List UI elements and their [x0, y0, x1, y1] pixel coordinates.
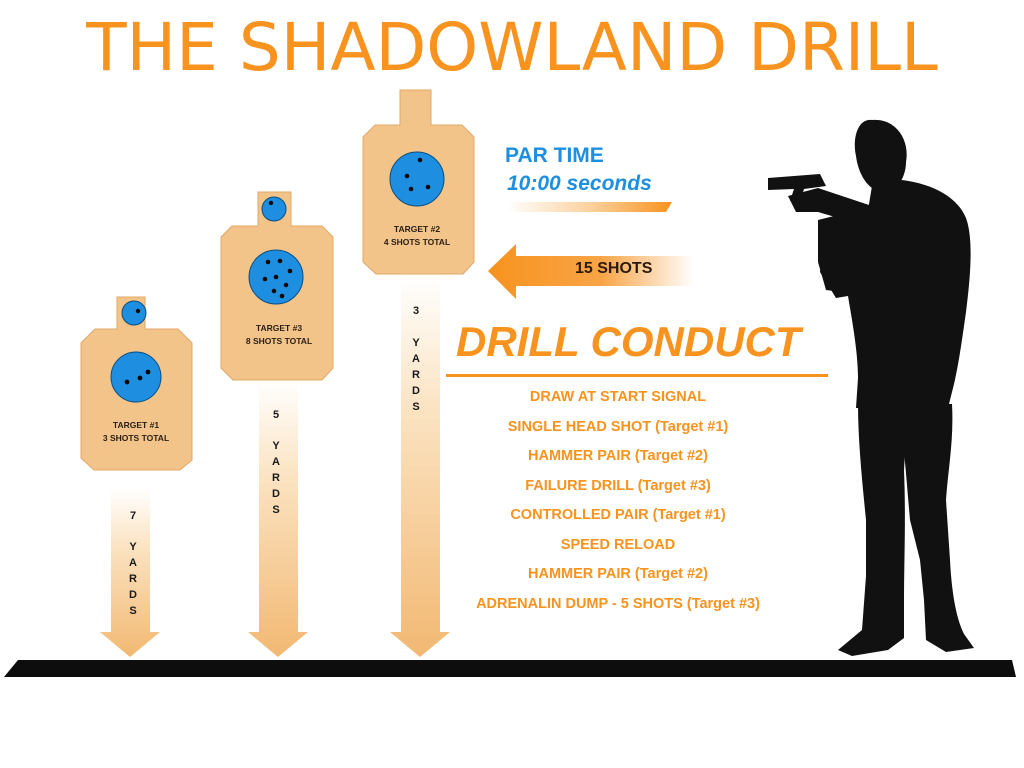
drill-step: SPEED RELOAD: [560, 536, 676, 553]
drill-step: FAILURE DRILL (Target #3): [525, 477, 711, 494]
target-3-distance-number: 5: [273, 409, 279, 421]
left-arrow: [488, 244, 694, 299]
target-1-distance-letter: Y: [129, 541, 137, 553]
drill-conduct-divider: [446, 374, 828, 377]
down-arrow: [390, 276, 450, 657]
target-1-name: TARGET #1: [113, 420, 159, 430]
target-1-distance-letter: D: [129, 589, 137, 601]
drill-step: SINGLE HEAD SHOT (Target #1): [507, 418, 729, 435]
target-1-distance-letter: S: [129, 605, 136, 617]
target-3-name: TARGET #3: [256, 323, 302, 333]
drill-conduct-title: DRILL CONDUCT: [456, 318, 801, 365]
target-3: TARGET #3 8 SHOTS TOTAL 5 Y A R D S: [220, 191, 334, 657]
head-bullseye: [121, 300, 147, 326]
shooter-silhouette: [768, 119, 974, 656]
target-1: TARGET #1 3 SHOTS TOTAL 7 Y A R D S: [80, 296, 193, 657]
target-2-name: TARGET #2: [394, 224, 440, 234]
shots-arrow-label: 15 SHOTS: [575, 260, 653, 277]
target-1-shots: 3 SHOTS TOTAL: [103, 433, 169, 443]
target-2-distance-letter: A: [412, 353, 420, 365]
target-2: TARGET #2 4 SHOTS TOTAL 3 Y A R D S: [362, 89, 475, 657]
target-3-distance-letter: S: [272, 504, 279, 516]
ground-line: [4, 660, 1016, 677]
drill-step: ADRENALIN DUMP - 5 SHOTS (Target #3): [476, 595, 760, 612]
drill-step: DRAW AT START SIGNAL: [529, 389, 707, 405]
target-3-shots: 8 SHOTS TOTAL: [246, 336, 312, 346]
target-2-distance-letter: S: [412, 401, 419, 413]
target-3-distance-letter: D: [272, 488, 280, 500]
down-arrow: [100, 488, 160, 657]
target-2-distance-number: 3: [413, 305, 419, 317]
drill-step: HAMMER PAIR (Target #2): [528, 448, 708, 464]
head-bullseye: [261, 196, 287, 222]
target-1-distance-letter: A: [129, 557, 137, 569]
target-3-distance-letter: Y: [272, 440, 280, 452]
body-bullseye: [110, 351, 162, 403]
target-2-distance-letter: D: [412, 385, 420, 397]
body-bullseye: [389, 151, 445, 207]
target-3-distance-letter: A: [272, 456, 280, 468]
par-time-bar: [506, 202, 672, 212]
target-1-distance-number: 7: [130, 510, 136, 522]
target-3-distance-letter: R: [272, 472, 280, 484]
target-1-distance-letter: R: [129, 573, 137, 585]
par-time-label: PAR TIME: [505, 144, 604, 167]
drill-step: CONTROLLED PAIR (Target #1): [510, 507, 726, 523]
down-arrow: [248, 380, 308, 657]
drill-step: HAMMER PAIR (Target #2): [528, 566, 708, 582]
page-title: THE SHADOWLAND DRILL: [86, 9, 938, 86]
target-2-distance-letter: R: [412, 369, 420, 381]
target-2-shots: 4 SHOTS TOTAL: [384, 237, 450, 247]
target-2-distance-letter: Y: [412, 337, 420, 349]
par-time-value: 10:00 seconds: [507, 172, 652, 195]
drill-conduct-steps: DRAW AT START SIGNAL SINGLE HEAD SHOT (T…: [460, 383, 776, 619]
